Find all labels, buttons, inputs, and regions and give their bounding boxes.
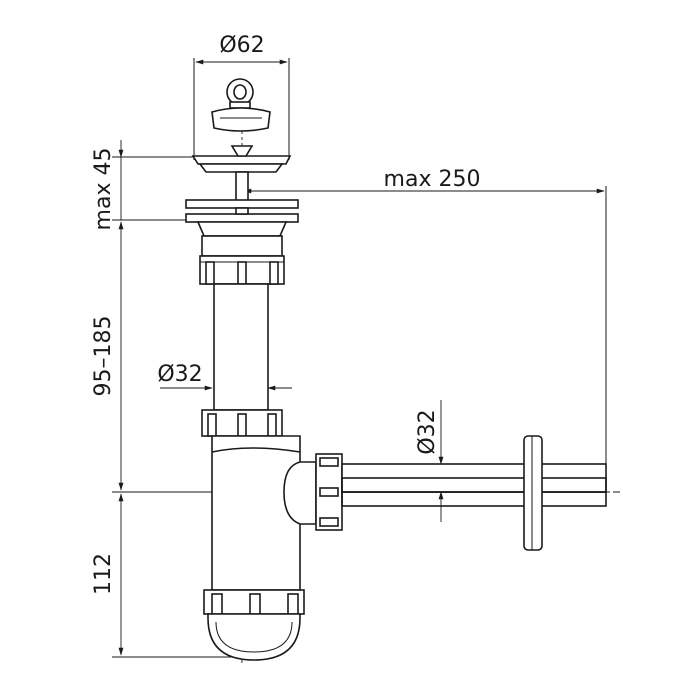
dim-top-diameter: Ø62 (193, 33, 290, 160)
height-strainer-label: max 45 (91, 148, 116, 231)
trap-height-label: 112 (91, 553, 116, 595)
stopper-plug (211, 78, 271, 132)
outlet-nut (315, 453, 343, 531)
vertical-pipe (213, 283, 269, 411)
outlet-pipe (341, 463, 607, 507)
mount-flange (185, 199, 299, 257)
pipe-height-label: 95–185 (91, 316, 116, 397)
lower-nut (201, 409, 283, 437)
dim-pipe-height: 95–185 (91, 221, 124, 491)
dim-outlet-diameter: Ø32 (415, 400, 444, 522)
strainer (191, 145, 292, 203)
upper-nut (199, 255, 285, 285)
wall-rosette (523, 435, 543, 551)
dim-height-strainer: max 45 (91, 140, 200, 230)
dim-outlet-length: max 250 (243, 167, 607, 470)
dim-pipe-diameter: Ø32 (157, 362, 292, 391)
outlet-diameter-label: Ø32 (415, 409, 440, 454)
trap-body (203, 435, 317, 661)
top-diameter-label: Ø62 (219, 33, 264, 58)
outlet-length-label: max 250 (384, 167, 481, 192)
pipe-diameter-label: Ø32 (157, 362, 202, 387)
